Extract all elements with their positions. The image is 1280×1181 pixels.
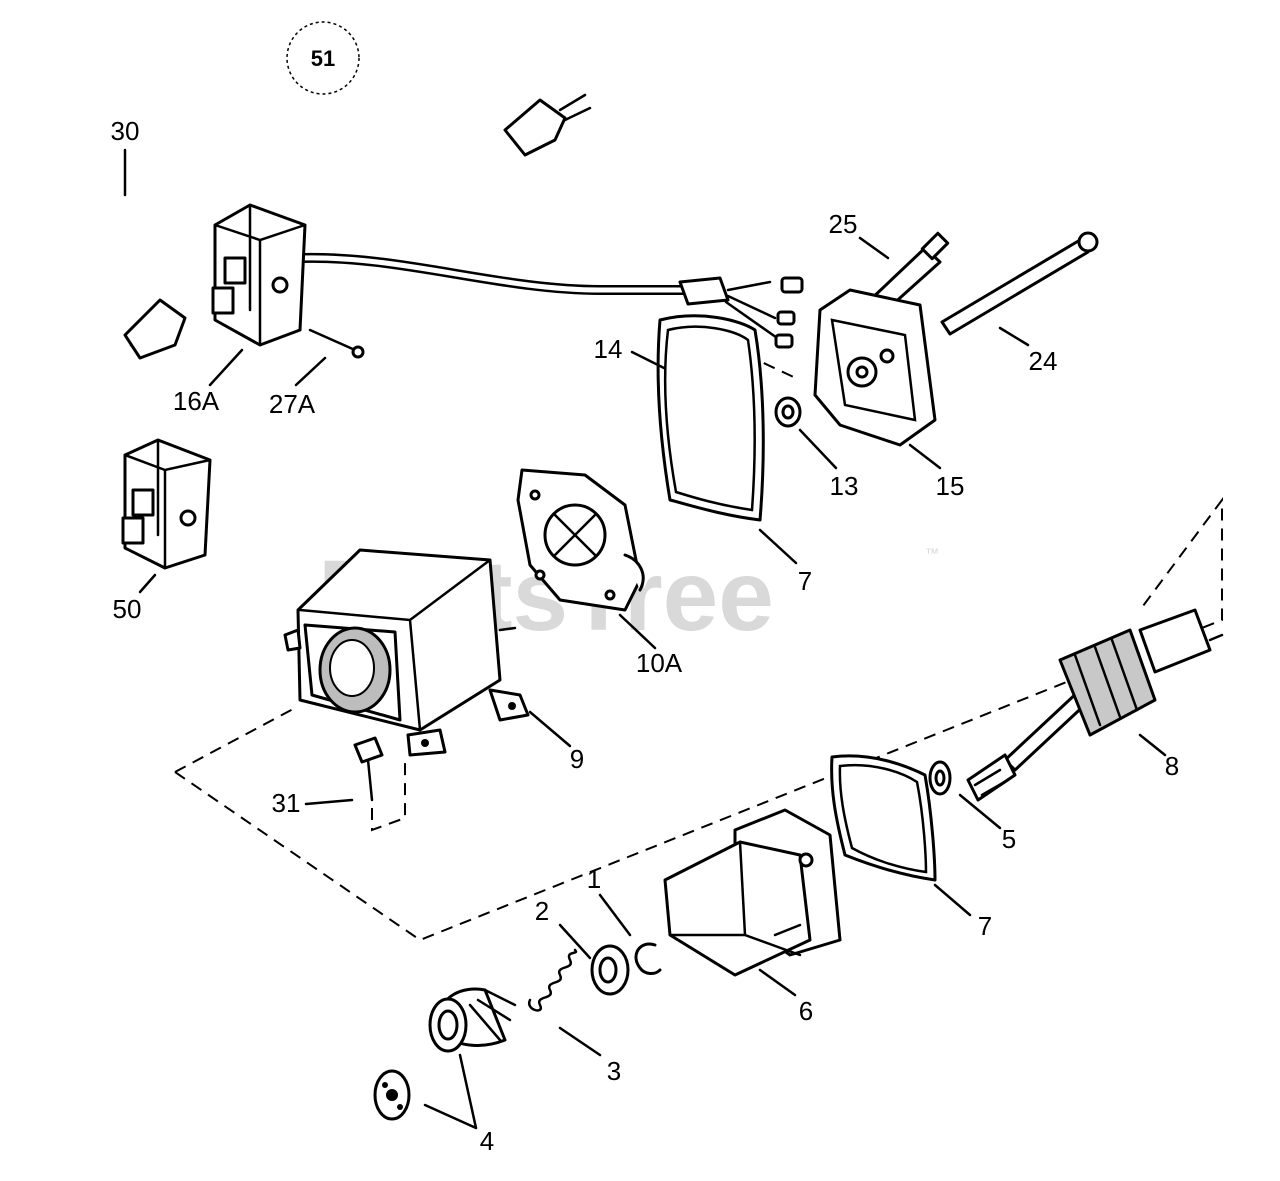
label-7-upper: 7	[798, 566, 812, 596]
gear-housing-6	[663, 808, 842, 977]
washer-13	[774, 396, 802, 428]
watermark-trademark: ™	[925, 545, 939, 561]
label-7-lower: 7	[978, 911, 992, 941]
label-3: 3	[607, 1056, 621, 1086]
leader-lines	[123, 148, 1167, 1130]
screw-27a	[308, 328, 365, 359]
label-2: 2	[535, 896, 549, 926]
gasket-7-upper	[656, 314, 765, 522]
label-13: 13	[830, 471, 859, 501]
label-16A: 16A	[173, 386, 220, 416]
label-30: 30	[111, 116, 140, 146]
pinion-gear-4	[373, 987, 517, 1121]
end-cap-15	[813, 288, 937, 447]
motor-housing-9	[283, 548, 530, 757]
assembly-dashed-line	[174, 496, 1223, 942]
label-4: 4	[480, 1126, 494, 1156]
switch-box	[211, 203, 307, 347]
through-bolt-24	[940, 231, 1099, 336]
diagram-number-badge: 51	[286, 21, 360, 95]
gasket-7-lower	[830, 754, 937, 882]
label-8: 8	[1165, 751, 1179, 781]
armature-8	[966, 608, 1224, 802]
label-5: 5	[1002, 824, 1016, 854]
switch-box-50	[121, 438, 212, 570]
bolt-31	[353, 736, 406, 832]
spring-3	[527, 948, 578, 1012]
diagram-number: 51	[311, 46, 335, 71]
spring-retainer-2	[590, 944, 630, 996]
callout-labels: 30 16A 27A 50 25 24 14 13 15 7 10A 9 31 …	[111, 116, 1180, 1156]
label-15: 15	[936, 471, 965, 501]
label-24: 24	[1029, 346, 1058, 376]
label-31: 31	[272, 788, 301, 818]
label-50: 50	[113, 594, 142, 624]
label-6: 6	[799, 996, 813, 1026]
label-9: 9	[570, 744, 584, 774]
brush-plate-10A	[516, 468, 645, 612]
power-cord	[41, 93, 804, 360]
label-27A: 27A	[269, 389, 316, 419]
label-1: 1	[587, 864, 601, 894]
label-10A: 10A	[636, 648, 683, 678]
retaining-clip-1	[634, 942, 662, 975]
label-25: 25	[829, 209, 858, 239]
label-14: 14	[594, 334, 623, 364]
washer-5	[928, 760, 952, 796]
